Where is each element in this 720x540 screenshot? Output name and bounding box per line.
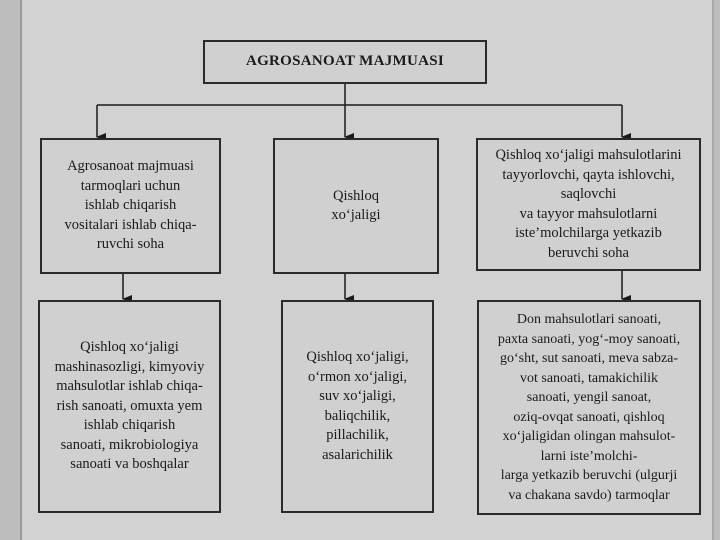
box-line: va tayyor mahsulotlarni bbox=[519, 205, 658, 222]
box-line: baliqchilik, bbox=[324, 407, 391, 424]
box-agri-branches: Qishloq xo‘jaligi, o‘rmon xo‘jaligi, suv… bbox=[281, 300, 434, 513]
box-line: sanoati, yengil sanoat, bbox=[526, 390, 652, 405]
title-text: AGROSANOAT MAJMUASI bbox=[245, 53, 445, 70]
box-line: xo‘jaligidan olingan mahsulot- bbox=[502, 429, 676, 444]
box-food-industries: Don mahsulotlari sanoati, paxta sanoati,… bbox=[477, 300, 701, 515]
title-box: AGROSANOAT MAJMUASI bbox=[203, 40, 487, 84]
box-line: beruvchi soha bbox=[548, 244, 629, 261]
box-agriculture: Qishloq xo‘jaligi bbox=[273, 138, 439, 274]
box-line: tayyorlovchi, qayta ishlovchi, bbox=[502, 166, 675, 183]
box-line: Qishloq xo‘jaligi mahsulotlarini bbox=[495, 147, 682, 163]
box-agri-machinery: Qishloq xo‘jaligi mashinasozligi, kimyov… bbox=[38, 300, 221, 513]
box-line: ruvchi soha bbox=[96, 236, 165, 253]
box-line: paxta sanoati, yog‘-moy sanoati, bbox=[497, 331, 681, 347]
box-line: Agrosanoat majmuasi bbox=[67, 158, 194, 175]
box-line: vositalari ishlab chiqa- bbox=[64, 216, 197, 233]
box-line: xo‘jaligi bbox=[331, 207, 381, 223]
box-line: Don mahsulotlari sanoati, bbox=[516, 312, 662, 327]
box-line: larni iste’molchi- bbox=[540, 448, 638, 464]
box-line: sanoati va boshqalar bbox=[70, 456, 189, 473]
box-line: asalarichilik bbox=[322, 446, 393, 463]
box-line: tarmoqlari uchun bbox=[80, 177, 181, 194]
box-line: Qishloq xo‘jaligi bbox=[80, 339, 179, 356]
box-line: mahsulotlar ishlab chiqa- bbox=[56, 378, 203, 395]
box-line: sanoati, mikrobiologiya bbox=[60, 436, 199, 453]
box-line: go‘sht, sut sanoati, meva sabza- bbox=[499, 351, 679, 366]
box-line: Qishloq xo‘jaligi, bbox=[306, 349, 409, 365]
box-line: suv xo‘jaligi, bbox=[319, 388, 396, 404]
box-line: mashinasozligi, kimyoviy bbox=[54, 358, 205, 375]
box-line: vot sanoati, tamakichilik bbox=[519, 370, 659, 386]
box-line: iste’molchilarga yetkazib bbox=[515, 225, 662, 241]
box-line: pillachilik, bbox=[326, 427, 389, 443]
box-line: rish sanoati, omuxta yem bbox=[56, 397, 203, 414]
box-line: oziq-ovqat sanoati, qishloq bbox=[513, 409, 665, 425]
box-line: ishlab chiqarish bbox=[84, 197, 177, 214]
box-line: ishlab chiqarish bbox=[83, 417, 176, 434]
box-line: saqlovchi bbox=[560, 186, 617, 202]
box-processing-sphere: Qishloq xo‘jaligi mahsulotlarini tayyorl… bbox=[476, 138, 701, 271]
box-means-of-production: Agrosanoat majmuasi tarmoqlari uchun ish… bbox=[40, 138, 221, 274]
box-line: o‘rmon xo‘jaligi, bbox=[307, 368, 408, 385]
box-line: larga yetkazib beruvchi (ulgurji bbox=[500, 468, 678, 483]
box-line: va chakana savdo) tarmoqlar bbox=[508, 487, 670, 503]
box-line: Qishloq bbox=[333, 187, 379, 204]
